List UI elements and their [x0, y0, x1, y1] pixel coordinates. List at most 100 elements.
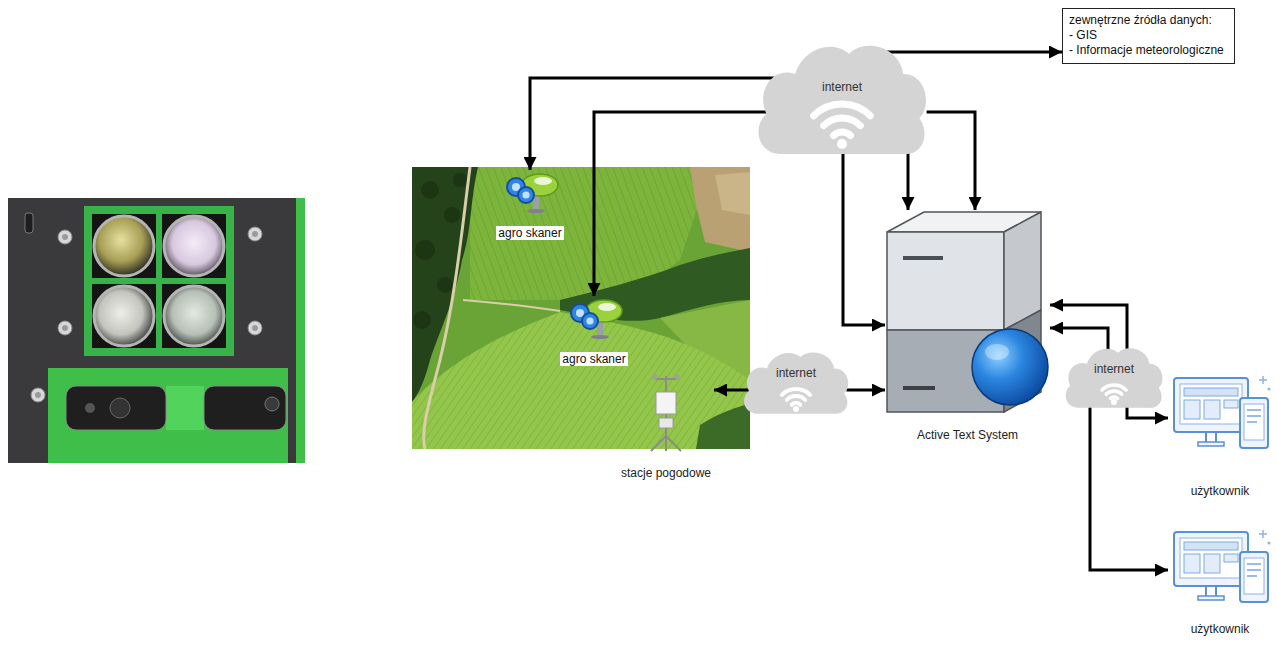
source-list-text: - Informacje meteorologiczne [1069, 43, 1224, 58]
user-terminal-icon [1224, 554, 1238, 562]
wifi-symbol [1102, 385, 1126, 390]
user-terminal-icon [1268, 542, 1271, 545]
forest-trees [415, 240, 435, 260]
node-label: internet [1062, 344, 1166, 376]
forest-trees [453, 173, 467, 187]
wifi-symbol [782, 389, 810, 395]
user-terminal-icon [1184, 388, 1238, 396]
camera-lens [94, 216, 154, 276]
device-photo [296, 198, 305, 463]
wifi-symbol [814, 104, 871, 149]
camera-lens [94, 286, 154, 346]
user-terminal-icon [1168, 526, 1272, 608]
agro-scanner-icon [518, 187, 534, 203]
cloud-shape [740, 348, 852, 416]
server-node-icon [972, 329, 1048, 405]
weather-station-icon [651, 436, 666, 451]
agro-scanner-icon [534, 177, 552, 185]
wifi-symbol [1106, 391, 1122, 394]
agro-scanner-icon [522, 191, 529, 198]
forest-trees [437, 277, 453, 293]
device-photo [8, 198, 305, 463]
agro-scanner-icon [586, 317, 593, 324]
node-label: użytkownik [1191, 484, 1250, 498]
field-aerial-photo [412, 167, 750, 449]
user-terminal-icon [1198, 442, 1224, 446]
user-terminal-icon [1204, 400, 1220, 419]
user-terminal-icon [1180, 384, 1242, 424]
connector-arrow [887, 51, 1062, 54]
agro-scanner: agro skaner [556, 296, 632, 366]
user-terminal-icon [1206, 432, 1216, 442]
screw [58, 230, 72, 244]
weather-station-icon [641, 372, 691, 454]
node-label: użytkownik [1191, 622, 1250, 636]
weather-station-icon [655, 378, 677, 380]
node-label: internet [740, 348, 852, 380]
screw [252, 325, 258, 331]
screw [252, 231, 258, 237]
screw [62, 325, 68, 331]
weather-station-icon [666, 436, 681, 451]
connector-arrow [714, 389, 749, 392]
server-node-icon [887, 232, 1004, 330]
cloud-shape [744, 352, 848, 413]
user-terminal: użytkownik [1168, 526, 1272, 636]
forest-trees [413, 311, 431, 329]
user-terminal-icon [1198, 596, 1224, 600]
wifi-symbol [1110, 397, 1117, 398]
wifi-symbol [792, 403, 800, 405]
depth-sensor [66, 386, 166, 430]
device-photo [8, 198, 305, 463]
device-photo [84, 206, 234, 356]
connector-arrow [843, 151, 885, 325]
user-terminal-icon [1206, 586, 1216, 596]
node-label: agro skaner [496, 226, 563, 240]
device-photo [162, 214, 226, 278]
depth-sensor [265, 397, 279, 411]
user-terminal-icon [1259, 376, 1267, 384]
forest-trees [444, 207, 460, 223]
internet-cloud: internet [740, 348, 852, 416]
weather-station-icon [653, 375, 658, 380]
field-aerial-photo [715, 172, 750, 215]
user-terminal-icon [1259, 530, 1267, 538]
server-node-icon [903, 256, 943, 260]
user-terminal-icon [1224, 400, 1238, 408]
cloud-shape [1062, 344, 1166, 410]
user-terminal-icon [1244, 404, 1264, 440]
internet-cloud: internet [1062, 344, 1166, 410]
connector-arrow [927, 112, 975, 210]
device-photo [48, 368, 288, 463]
depth-sensor [110, 398, 130, 418]
connector-arrow [846, 389, 885, 392]
connector-arrow [1090, 403, 1168, 570]
agro-scanner-icon [564, 296, 624, 340]
field-aerial-photo [696, 404, 750, 449]
device-photo [92, 214, 156, 278]
server-node: Active Text System [885, 210, 1050, 442]
device-photo [166, 386, 204, 430]
agro-scanner: agro skaner [492, 170, 568, 240]
agro-scanner-icon [527, 209, 545, 213]
depth-sensor [204, 386, 286, 430]
depth-sensor [66, 386, 286, 430]
wifi-symbol [837, 139, 847, 149]
connector-arrow [530, 78, 788, 170]
user-terminal-icon [1247, 410, 1261, 422]
wifi-symbol [1102, 385, 1126, 405]
node-label: Active Text System [917, 428, 1018, 442]
screw [31, 388, 45, 402]
user-terminal: użytkownik [1168, 372, 1272, 498]
connector-arrow [1050, 305, 1127, 354]
server-node-icon [903, 386, 935, 390]
data-sources-box: zewnętrzne źródła danych:- GIS- Informac… [1062, 8, 1235, 64]
wifi-symbol [814, 104, 871, 116]
screw [248, 227, 262, 241]
user-terminal-icon [1240, 398, 1268, 448]
agro-scanner-icon [598, 303, 616, 311]
internet-cloud: internet [752, 38, 932, 158]
